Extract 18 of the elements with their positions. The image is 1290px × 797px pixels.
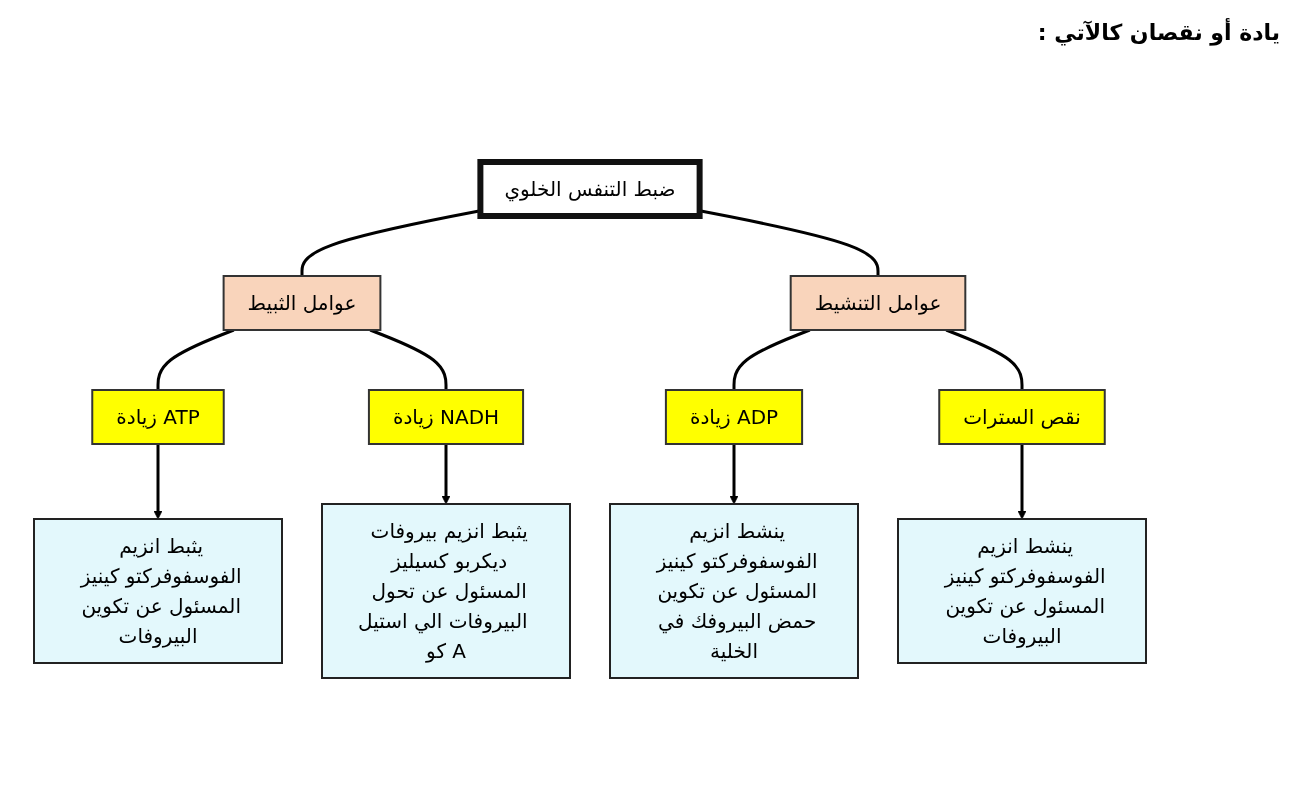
node-box: عوامل الثبيط <box>222 275 382 331</box>
node-box: زيادة NADH <box>367 389 525 445</box>
node-box: يثبط انزيم الفوسفوفركتو كينيز المسئول عن تكوين البيروفات <box>33 518 283 664</box>
arrow <box>441 444 451 505</box>
connector <box>369 328 448 390</box>
node-box: يثبط انزيم بيروفات ديكربو كسيليز المسئول عن تحول البيروفات الي استيل كو A <box>321 503 571 679</box>
node-box: زيادة ATP <box>91 389 225 445</box>
node-box: عوامل التنشيط <box>789 275 967 331</box>
connector <box>156 328 235 390</box>
node-box: نقص السترات <box>938 389 1106 445</box>
arrow <box>1017 444 1027 520</box>
arrow <box>153 444 163 520</box>
node-box: زيادة ADP <box>664 389 804 445</box>
arrow <box>729 444 739 505</box>
node-box: ينشط انزيم الفوسفوفركتو كينيز المسئول عن تكوين حمض البيروفك في الخلية <box>609 503 859 679</box>
node-box: ينشط انزيم الفوسفوفركتو كينيز المسئول عن تكوين البيروفات <box>897 518 1147 664</box>
node-box: ضبط التنفس الخلوي <box>477 159 703 219</box>
note-text: يادة أو نقصان كالآتي : <box>1037 20 1280 45</box>
